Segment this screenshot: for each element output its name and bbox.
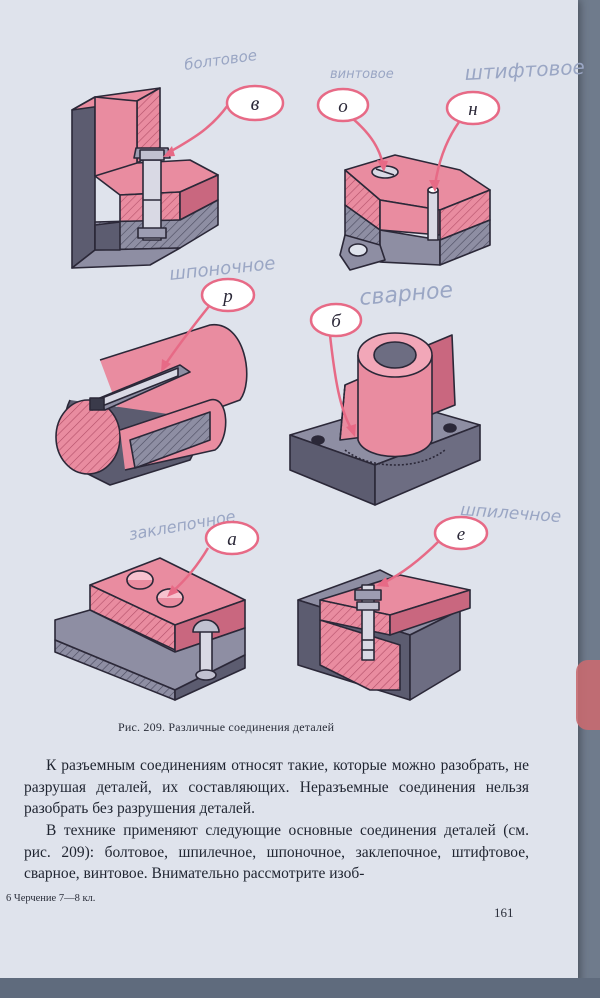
handwriting-boltovoe: болтовое xyxy=(183,46,258,74)
callout-o: о xyxy=(316,87,388,172)
thumb-holding-book xyxy=(576,660,600,730)
callout-r: р xyxy=(161,277,256,372)
page-bottom-edge xyxy=(0,978,600,998)
callout-e: е xyxy=(376,515,489,587)
stud-joint-illustration xyxy=(297,569,471,701)
callout-letter-e: е xyxy=(457,524,465,545)
handwriting-vintovoe: винтовое xyxy=(330,67,394,82)
paragraph-1: К разъемным соединениям относят такие, к… xyxy=(24,757,529,817)
callout-b: б xyxy=(309,302,363,437)
callout-v: в xyxy=(163,84,285,157)
callout-letter-r: р xyxy=(221,286,233,307)
footer-signature: 6 Черчение 7—8 кл. xyxy=(6,893,96,904)
callout-letter-a: а xyxy=(227,529,237,550)
callout-letter-b: б xyxy=(331,311,342,332)
handwriting-svarnoe: сварное xyxy=(358,278,454,311)
rivet-joint-illustration xyxy=(54,557,246,701)
welded-joint-illustration xyxy=(289,332,481,506)
page-number: 161 xyxy=(494,905,514,920)
screw-pin-joint-illustration xyxy=(339,154,491,271)
figure-caption: Рис. 209. Различные соединения деталей xyxy=(118,720,335,734)
callout-letter-n: н xyxy=(468,99,477,120)
bolt-joint-illustration xyxy=(71,87,219,269)
handwriting-shtiftovoe: штифтовое xyxy=(464,55,585,85)
callout-letter-v: в xyxy=(251,93,260,115)
callout-letter-o: о xyxy=(338,96,348,117)
paragraph-2: В технике применяют следующие основные с… xyxy=(24,822,529,882)
callout-a: а xyxy=(167,520,260,597)
key-joint-illustration xyxy=(55,324,248,486)
callout-n: н xyxy=(429,90,501,192)
